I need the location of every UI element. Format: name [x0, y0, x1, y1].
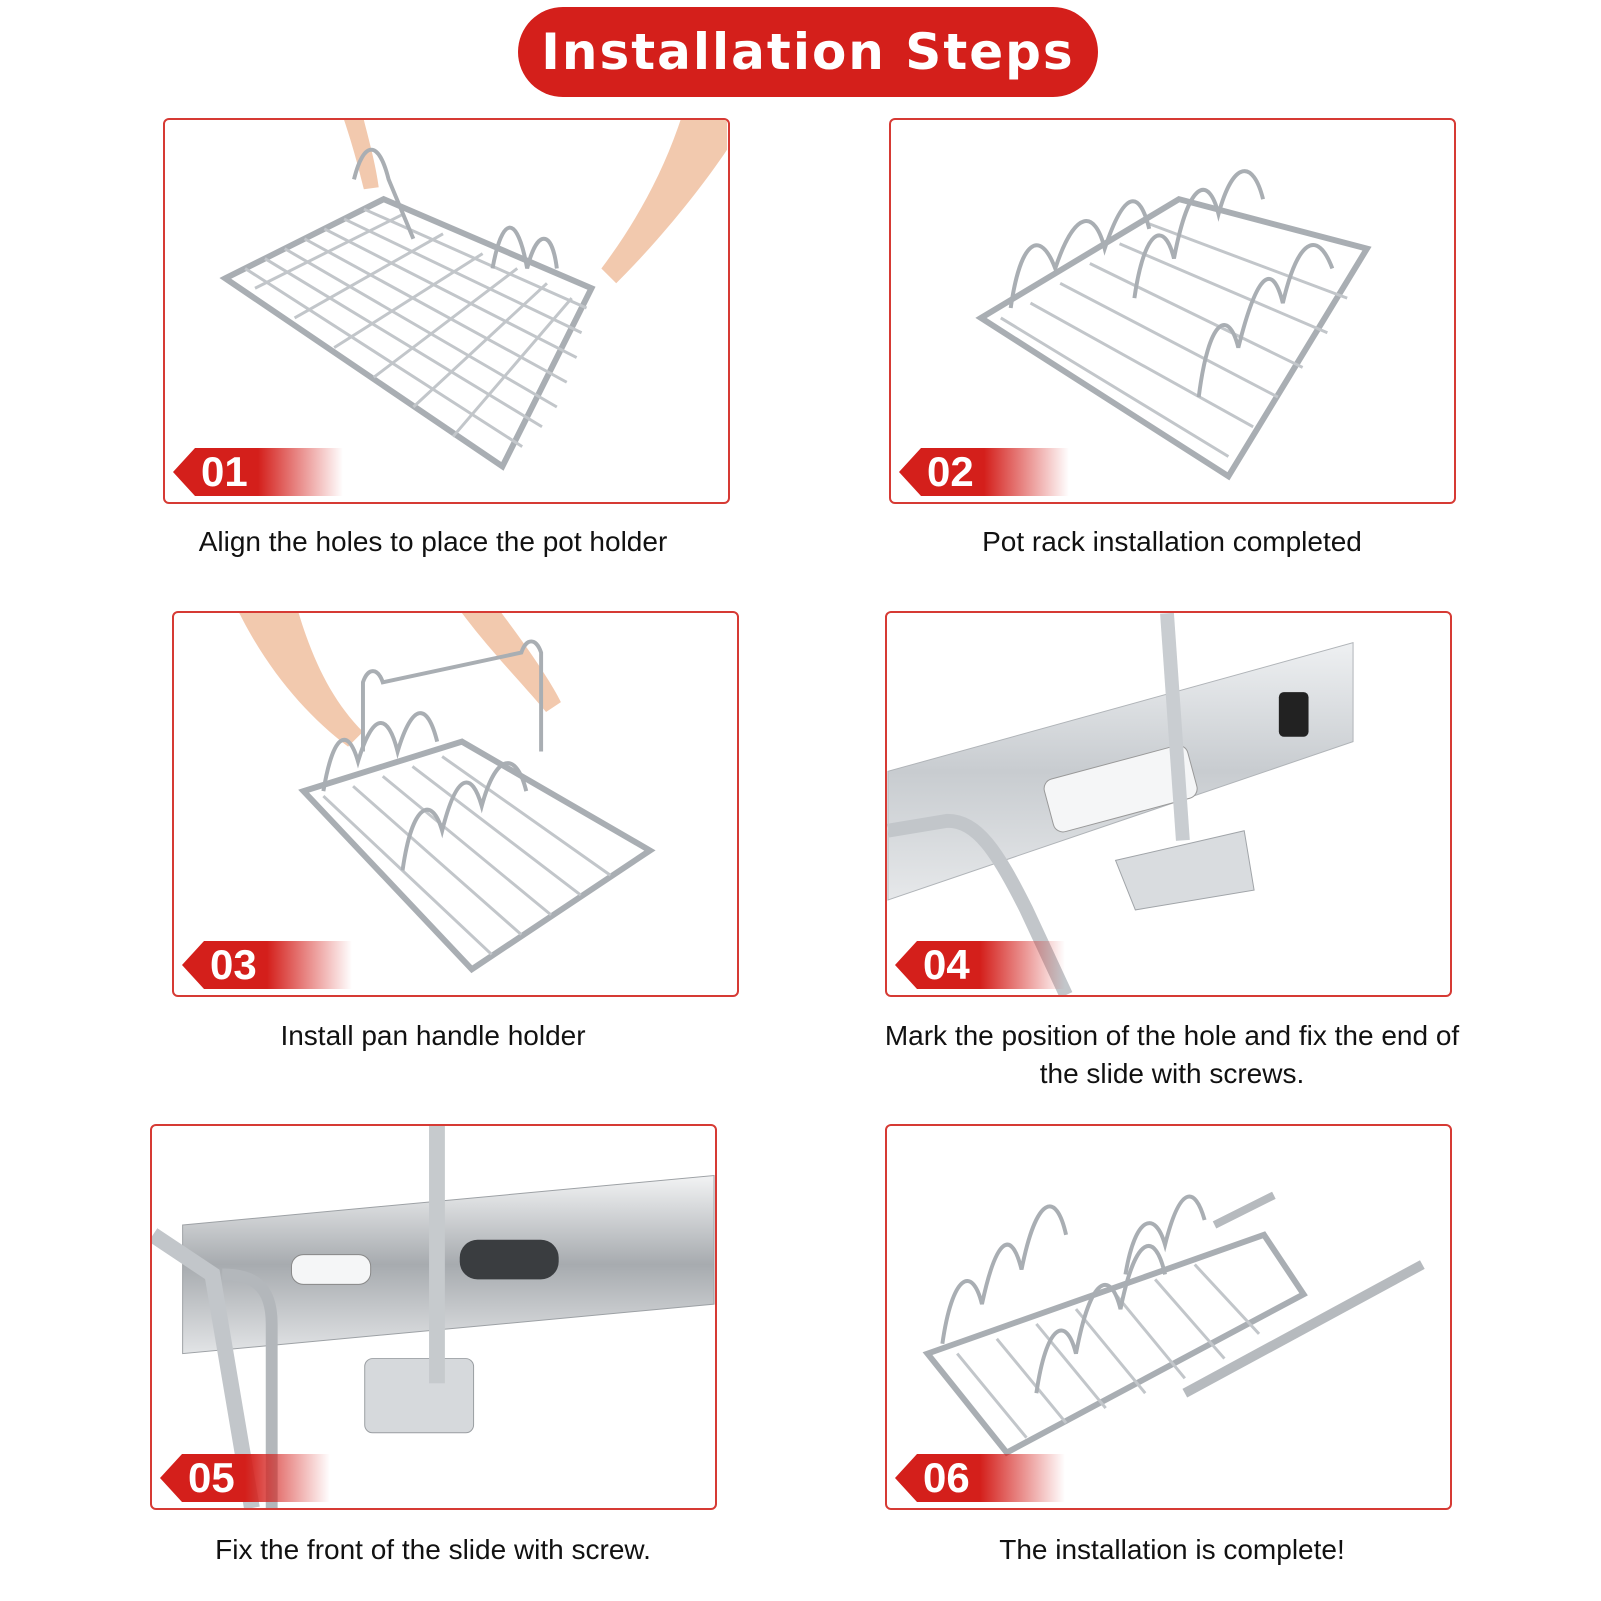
title-banner: Installation Steps	[518, 7, 1098, 97]
step-number: 06	[923, 1454, 970, 1501]
badge-arrow-shape	[173, 448, 343, 496]
step-panel-06: 06	[885, 1124, 1452, 1510]
installing-handle-holder-photo	[239, 613, 656, 974]
finished-pot-rack-photo	[975, 169, 1372, 481]
step-panel-05: 05	[150, 1124, 717, 1510]
step-badge: 05	[160, 1454, 330, 1502]
step-number: 01	[201, 448, 248, 495]
step-caption-05: Fix the front of the slide with screw.	[215, 1534, 651, 1565]
badge-arrow-shape	[160, 1454, 330, 1502]
step-caption-02: Pot rack installation completed	[982, 526, 1362, 557]
step-caption-03: Install pan handle holder	[280, 1020, 586, 1051]
step-badge: 02	[899, 448, 1069, 496]
installed-rack-photo	[922, 1191, 1425, 1457]
badge-arrow-shape	[182, 941, 352, 989]
page-title: Installation Steps	[541, 23, 1075, 81]
step-badge: 01	[173, 448, 343, 496]
step-panel-01: 01	[163, 118, 730, 504]
step-panel-03: 03	[172, 611, 739, 997]
step-caption-04: Mark the position of the hole and fix th…	[884, 1020, 1460, 1089]
step-panel-04: 04	[885, 611, 1452, 997]
badge-arrow-shape	[895, 1454, 1065, 1502]
rack-with-hands-photo	[219, 120, 728, 471]
step-badge: 04	[895, 941, 1065, 989]
step-number: 05	[188, 1454, 235, 1501]
step-badge: 06	[895, 1454, 1065, 1502]
badge-arrow-shape	[895, 941, 1065, 989]
step-caption-06: The installation is complete!	[999, 1534, 1345, 1565]
step-caption-01: Align the holes to place the pot holder	[198, 526, 668, 557]
slide-rail-screw-photo	[887, 613, 1354, 995]
step-panel-02: 02	[889, 118, 1456, 504]
badge-arrow-shape	[899, 448, 1069, 496]
step-badge: 03	[182, 941, 352, 989]
step-number: 02	[927, 448, 974, 495]
step-number: 03	[210, 941, 257, 988]
front-slide-screw-photo	[152, 1126, 715, 1508]
step-number: 04	[923, 941, 970, 988]
